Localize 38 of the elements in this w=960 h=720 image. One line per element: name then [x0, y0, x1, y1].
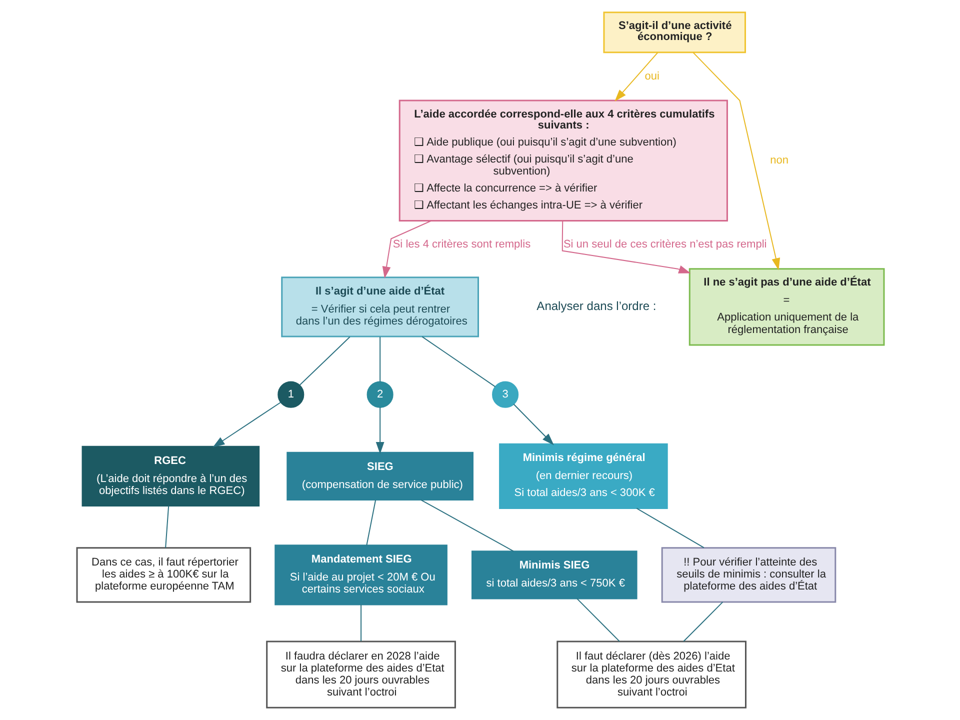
- node-box: RGEC (L’aide doit répondre à l’un des objectifs listés dans le RGEC): [81, 446, 260, 507]
- node-circle: 1: [277, 381, 304, 408]
- node-box: !! Pour vérifier l’atteinte des seuils de minimis : consulter la plateforme des aides d’État: [660, 547, 836, 603]
- node-box: Dans ce cas, il faut répertorier les aides ≥ à 100K€ sur la plateforme européenne TAM: [76, 547, 251, 603]
- connector: [379, 336, 380, 382]
- arrow: [614, 52, 658, 102]
- edge-label: oui: [644, 70, 659, 82]
- arrow: [375, 406, 384, 454]
- connector: [164, 505, 169, 548]
- edge-label: Si les 4 critères sont remplis: [392, 238, 530, 251]
- node-circle: 2: [366, 381, 393, 408]
- arrow: [561, 220, 690, 274]
- label: Analyser dans l’ordre :: [536, 299, 656, 314]
- arrow: [692, 52, 780, 270]
- connector: [682, 602, 723, 642]
- node-box: Minimis régime général (en dernier recours) Si total aides/3 ans < 300K €: [498, 443, 668, 510]
- node-box: Il s’agit d’une aide d’État = Vérifier si cela peut rentrer dans l’un des régimes dérogatoires: [280, 276, 478, 338]
- node-box: S’agit-il d’une activité économique ?: [602, 12, 746, 54]
- connector: [298, 336, 350, 386]
- connector: [421, 336, 496, 388]
- arrow: [512, 404, 554, 446]
- connector: [360, 604, 362, 642]
- edge-label: non: [770, 154, 788, 166]
- connector: [420, 499, 514, 552]
- node-box: SIEG (compensation de service public): [286, 452, 473, 500]
- node-box: Minimis SIEG si total aides/3 ans < 750K €: [470, 550, 637, 600]
- node-circle: 3: [492, 381, 518, 408]
- arrow: [212, 402, 281, 448]
- connector: [366, 500, 376, 546]
- node-box: Mandatement SIEG Si l’aide au projet < 20M € Ou certains services sociaux: [274, 544, 447, 606]
- node-box: L’aide accordée correspond-elle aux 4 critères cumulatifs suivants : ❑ Aide publique (oui puisqu’il s’agit d’une subvention) ❑ Avantage sélectif (oui puisqu’il s’agit d’une subvention) ❑ Affecte la concurrence => à vérifier ❑ Affectant les échanges intra-UE => à vérifier: [398, 100, 728, 222]
- arrow: [382, 220, 432, 279]
- node-box: Il faut déclarer (dès 2026) l’aide sur la plateforme des aides d’Etat dans les 20 jours ouvrables suivant l’octroi: [556, 640, 746, 708]
- connector: [576, 598, 620, 642]
- edge-label: Si un seul de ces critères n’est pas rempli: [562, 238, 766, 251]
- connector: [636, 508, 704, 548]
- node-box: Il faudra déclarer en 2028 l’aide sur la plateforme des aides d’Etat dans les 20 jours ouvrables suivant l’octroi: [266, 640, 456, 708]
- node-box: Il ne s’agit pas d’une aide d’État = Application uniquement de la réglementation française: [688, 268, 884, 346]
